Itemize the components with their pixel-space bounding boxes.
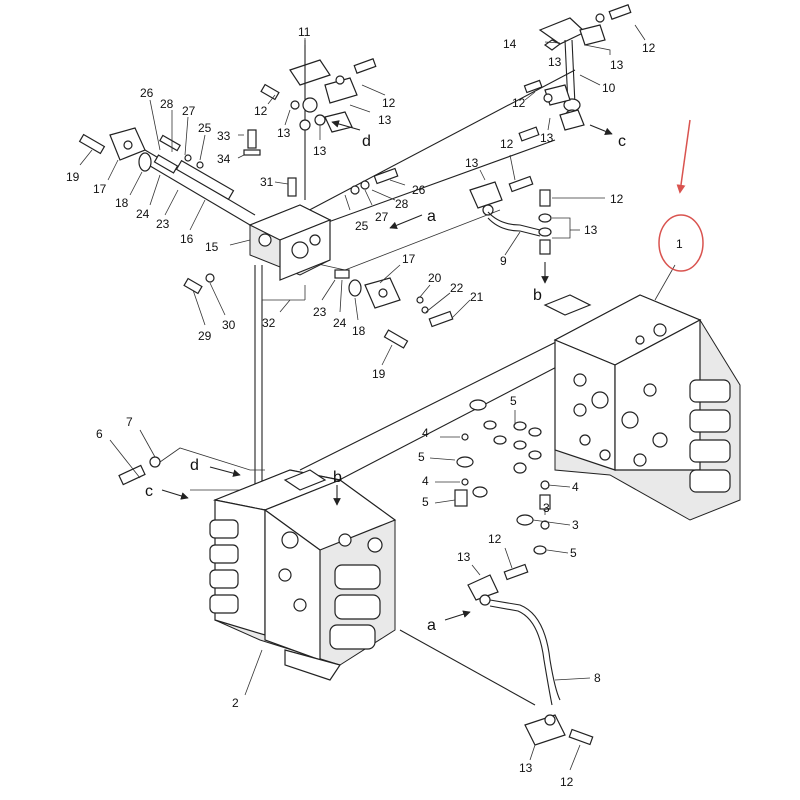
- callout-5: 5: [422, 495, 429, 509]
- callout-3: 3: [572, 518, 579, 532]
- callout-26: 26: [140, 86, 154, 100]
- port-label-b: b: [333, 469, 342, 486]
- callout-13: 13: [584, 223, 598, 237]
- callout-12: 12: [500, 137, 514, 151]
- callout-13: 13: [378, 113, 392, 127]
- callout-12: 12: [642, 41, 656, 55]
- callout-22: 22: [450, 281, 464, 295]
- callout-34: 34: [217, 152, 231, 166]
- callout-29: 29: [198, 329, 212, 343]
- callout-15: 15: [205, 240, 219, 254]
- callout-24: 24: [333, 316, 347, 330]
- callout-13: 13: [465, 156, 479, 170]
- callout-21: 21: [470, 290, 484, 304]
- port-label-c: c: [145, 483, 153, 500]
- callout-17: 17: [93, 182, 107, 196]
- pipe-9: [469, 175, 552, 255]
- callout-13: 13: [548, 55, 562, 69]
- callout-6: 6: [96, 427, 103, 441]
- callout-4: 4: [422, 474, 429, 488]
- callout-13: 13: [277, 126, 291, 140]
- leader-lines: [79, 24, 676, 771]
- callout-25: 25: [355, 219, 369, 233]
- callout-31: 31: [260, 175, 274, 189]
- callout-8: 8: [594, 671, 601, 685]
- callout-4: 4: [422, 426, 429, 440]
- callout-9: 9: [500, 254, 507, 268]
- main-control-valve-1: [543, 294, 741, 521]
- callout-20: 20: [428, 271, 442, 285]
- port-label-a: a: [427, 617, 436, 634]
- callout-14: 14: [503, 37, 517, 51]
- callout-5: 5: [510, 394, 517, 408]
- callout-13: 13: [610, 58, 624, 72]
- callout-13: 13: [540, 131, 554, 145]
- callout-19: 19: [66, 170, 80, 184]
- callout-28: 28: [160, 97, 174, 111]
- seal-rings: [118, 399, 551, 555]
- callout-12: 12: [512, 96, 526, 110]
- port-arrows: [161, 120, 613, 621]
- callout-23: 23: [313, 305, 327, 319]
- callout-16: 16: [180, 232, 194, 246]
- callout-17: 17: [402, 252, 416, 266]
- callout-2: 2: [232, 696, 239, 710]
- fitting-11: [260, 40, 377, 200]
- callout-26: 26: [412, 183, 426, 197]
- callout-12: 12: [610, 192, 624, 206]
- callout-18: 18: [352, 324, 366, 338]
- port-label-c: c: [618, 133, 626, 150]
- callout-18: 18: [115, 196, 129, 210]
- callout-3: 3: [543, 501, 550, 515]
- callout-33: 33: [217, 129, 231, 143]
- callout-13: 13: [519, 761, 533, 775]
- port-label-d: d: [362, 133, 371, 150]
- highlight-callout: [658, 119, 704, 272]
- bracket-17: [364, 277, 454, 349]
- lever-plate-14: [518, 4, 632, 142]
- part-number-labels: 1 2 3 3 4 4 4 5 5 5 5 6 7 8 9 10 11 12 1…: [66, 25, 683, 789]
- callout-27: 27: [375, 210, 389, 224]
- callout-10: 10: [602, 81, 616, 95]
- main-control-valve-2: [209, 469, 397, 681]
- port-label-b: b: [533, 287, 542, 304]
- callout-5: 5: [570, 546, 577, 560]
- callout-1: 1: [676, 237, 683, 251]
- callout-30: 30: [222, 318, 236, 332]
- callout-27: 27: [182, 104, 196, 118]
- callout-11: 11: [298, 25, 311, 39]
- callout-5: 5: [418, 450, 425, 464]
- port-label-a: a: [427, 208, 436, 225]
- callout-23: 23: [156, 217, 170, 231]
- callout-19: 19: [372, 367, 386, 381]
- callout-13: 13: [313, 144, 327, 158]
- callout-12: 12: [488, 532, 502, 546]
- callout-7: 7: [126, 415, 133, 429]
- callout-12: 12: [382, 96, 396, 110]
- pipe-8: [467, 563, 594, 746]
- callout-12: 12: [560, 775, 574, 789]
- callout-13: 13: [457, 550, 471, 564]
- callout-25: 25: [198, 121, 212, 135]
- callout-28: 28: [395, 197, 409, 211]
- callout-32: 32: [262, 316, 276, 330]
- callout-24: 24: [136, 207, 150, 221]
- callout-4: 4: [572, 480, 579, 494]
- port-label-d: d: [190, 457, 199, 474]
- callout-12: 12: [254, 104, 268, 118]
- valve-body-15: [78, 127, 399, 301]
